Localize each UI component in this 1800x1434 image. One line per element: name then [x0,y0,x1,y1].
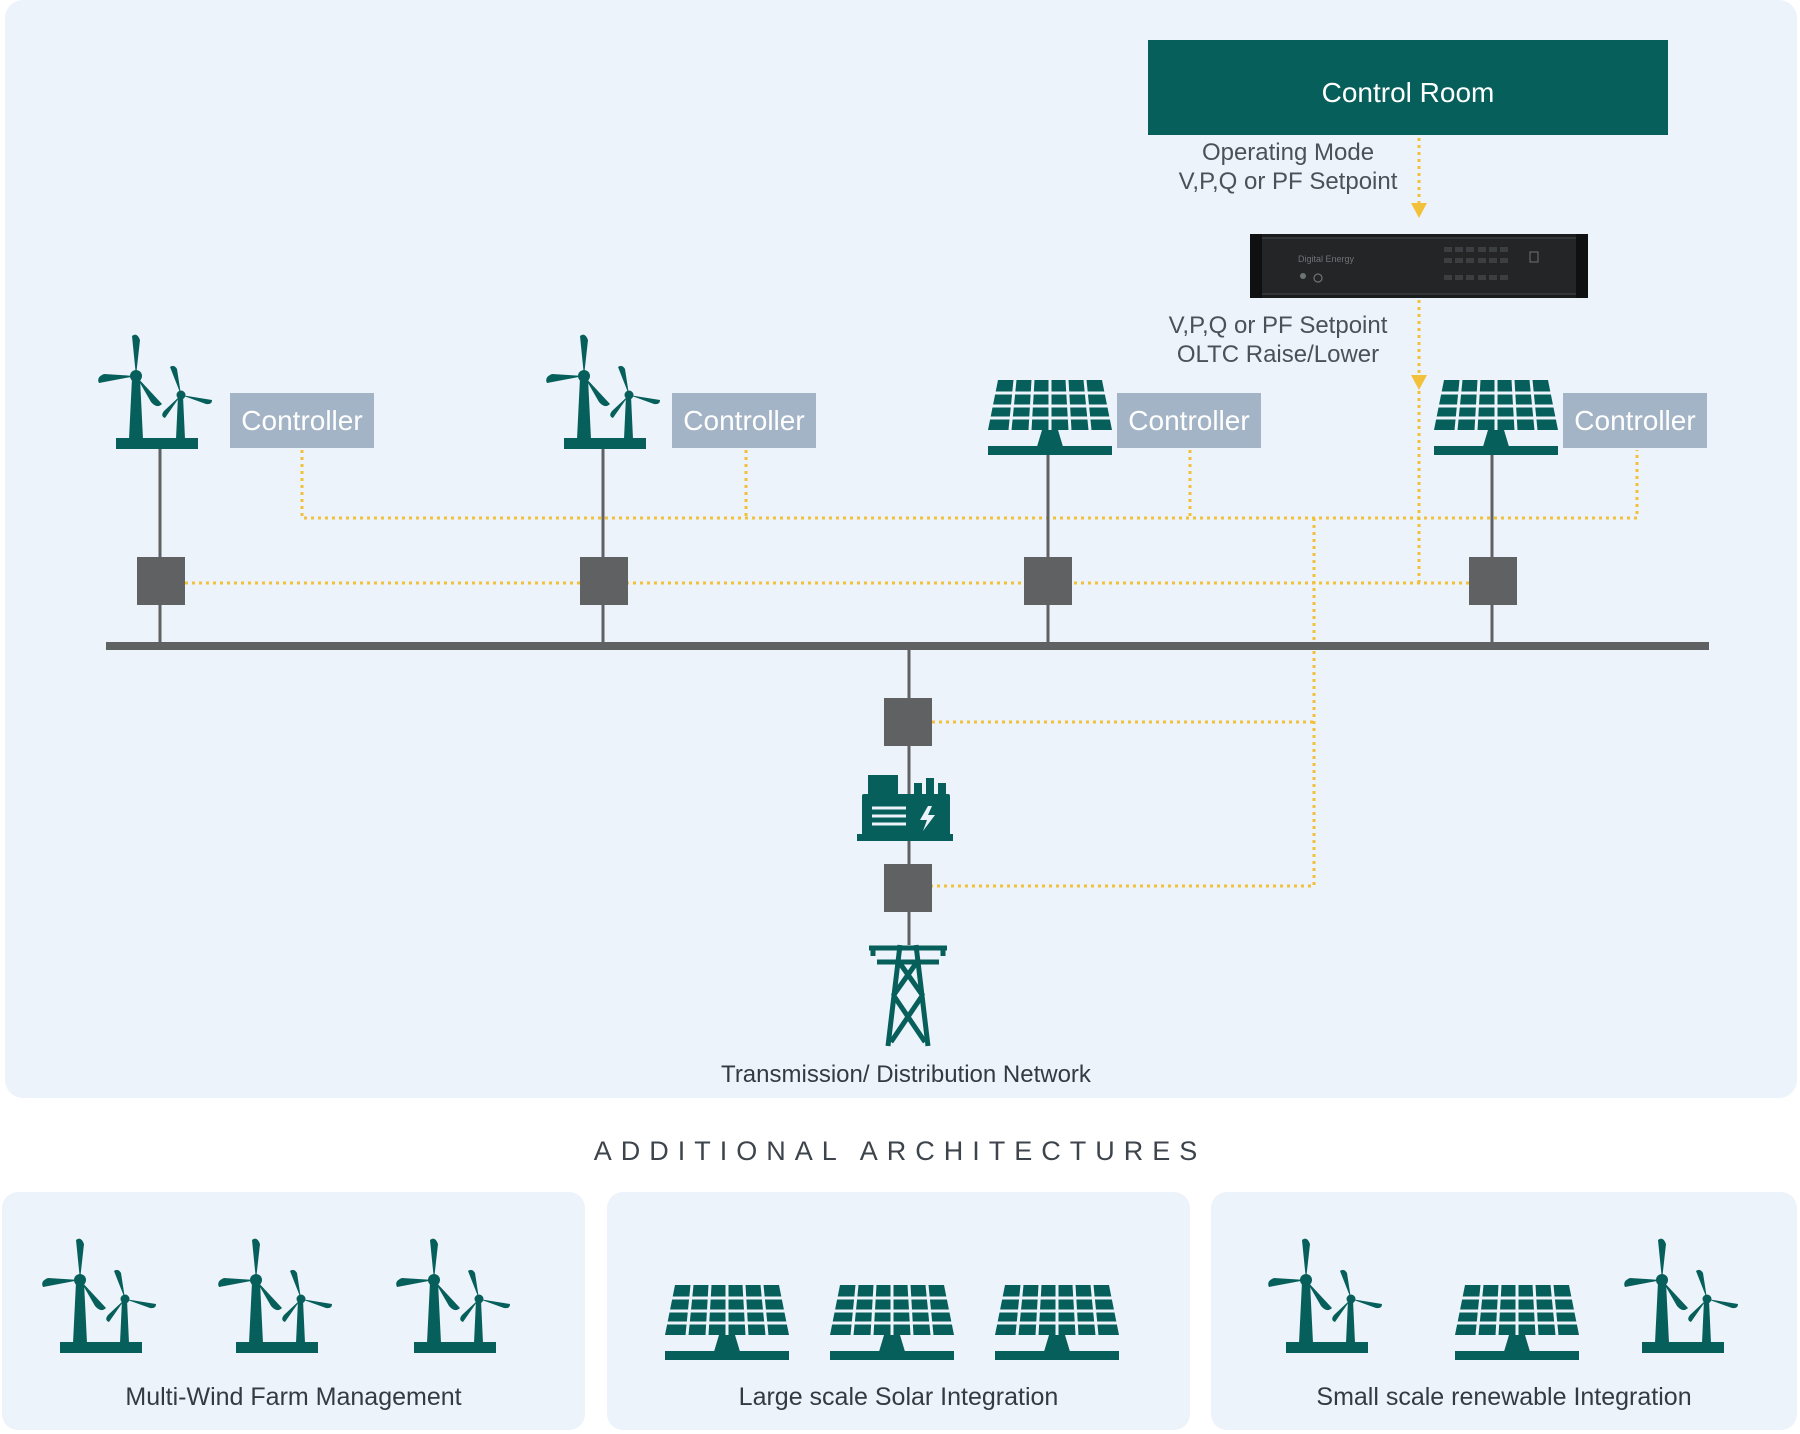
oltc-label: OLTC Raise/Lower [1177,341,1379,368]
operating-mode-label: Operating Mode [1202,139,1374,166]
transmission-tower-icon [869,944,947,1047]
card-label: Large scale Solar Integration [738,1383,1059,1411]
arrow-down-icon [1411,203,1427,218]
solar-panel-icon [1453,1283,1581,1362]
solar-panel-icon [663,1283,791,1362]
setpoint-label: V,P,Q or PF Setpoint [1179,168,1398,195]
wind-turbine-icon [42,1238,156,1353]
card-label: Multi-Wind Farm Management [125,1383,462,1411]
wind-turbine-icon [546,334,660,449]
wind-turbine-icon [98,334,212,449]
solar-panel-icon [993,1283,1121,1362]
network-label: Transmission/ Distribution Network [721,1061,1092,1088]
setpoint-label: V,P,Q or PF Setpoint [1169,312,1388,339]
controller-1: Controller [230,393,374,448]
controller-4: Controller [1563,393,1707,448]
architecture-diagram: Controller Controller Controller Control… [98,40,1709,1088]
device-brand: Digital Energy [1298,254,1355,264]
card-large-solar: Large scale Solar Integration [607,1192,1190,1430]
solar-panel-icon [1432,378,1560,457]
node-box [1469,557,1517,605]
node-box [884,698,932,746]
arrow-down-icon [1411,375,1427,390]
card-small-renewable: Small scale renewable Integration [1211,1192,1797,1430]
communication-links [185,138,1639,888]
controller-label: Controller [1574,405,1695,436]
solar-panel-icon [828,1283,956,1362]
card-label: Small scale renewable Integration [1316,1383,1692,1411]
controller-label: Controller [683,405,804,436]
solar-panel-icon [986,378,1114,457]
node-box [580,557,628,605]
control-room-label: Control Room [1322,77,1495,108]
controller-2: Controller [672,393,816,448]
node-box [884,864,932,912]
controller-label: Controller [1128,405,1249,436]
wind-turbine-icon [396,1238,510,1353]
main-diagram-panel [5,0,1797,1098]
wind-turbine-icon [218,1238,332,1353]
node-box [1024,557,1072,605]
controller-device: Digital Energy [1250,234,1588,298]
wind-turbine-icon [1624,1238,1738,1353]
controller-label: Controller [241,405,362,436]
power-bus [106,642,1709,650]
wind-turbine-icon [1268,1238,1382,1353]
control-room-box: Control Room [1148,40,1668,135]
card-multi-wind: Multi-Wind Farm Management [2,1192,585,1430]
controller-3: Controller [1117,393,1261,448]
node-box [137,557,185,605]
additional-architectures-title: ADDITIONAL ARCHITECTURES [593,1136,1207,1166]
